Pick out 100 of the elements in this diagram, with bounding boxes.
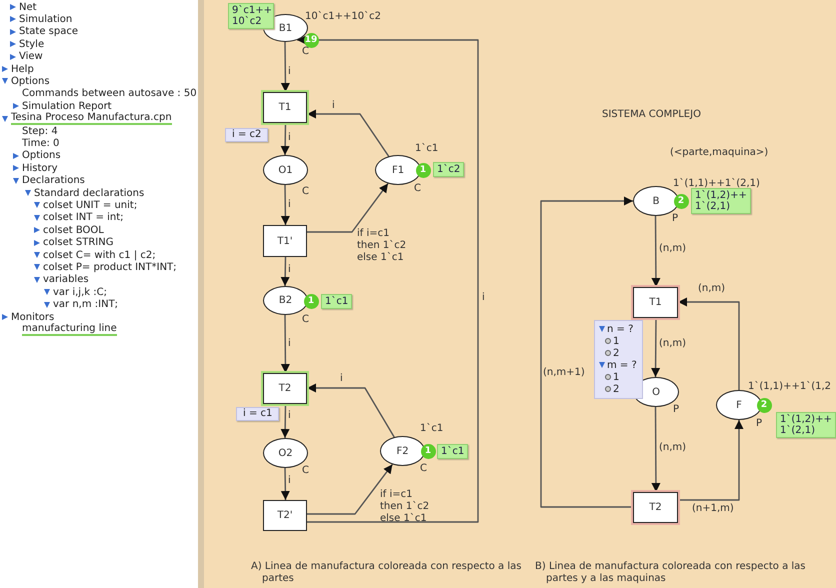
node-label: F [736, 400, 742, 410]
arc-arrow [540, 196, 633, 508]
link-text: manufacturing line [22, 322, 117, 336]
arc-arrow [651, 407, 660, 492]
edge-label: i [288, 264, 291, 276]
current-marking-box: 1`c2 [433, 162, 464, 177]
arc-arrow [651, 216, 660, 287]
tree-item: View [19, 51, 43, 62]
binding-variable: n = ? [607, 324, 634, 334]
node-label: O [652, 386, 660, 398]
tree-item: Commands between autosave : 50 [22, 88, 197, 100]
place-annotation: C [302, 465, 309, 476]
arc-arrow [307, 183, 389, 233]
node-label: T1' [277, 236, 293, 246]
arc-arrow [280, 185, 290, 225]
node-label: B1 [278, 22, 292, 34]
transition-box [263, 92, 307, 123]
token-count-badge: 1 [304, 294, 318, 308]
tree-item: Time: 0 [22, 138, 60, 149]
caption: B) Linea de manufactura coloreada con respecto a las partes y a las maquinas [535, 561, 806, 585]
arc-arrow [651, 318, 660, 377]
place-ellipse [263, 286, 308, 315]
node-label: T2 [278, 383, 292, 394]
tree-item: Simulation Report [22, 100, 112, 112]
link-text: Tesina Proceso Manufactura.cpn [11, 112, 172, 126]
binding-option: 1 [613, 372, 620, 382]
tree-item: History [22, 162, 58, 174]
current-marking-box: 9`c1++ 10`c2 [228, 3, 274, 29]
arc-arrow [307, 464, 393, 515]
place-ellipse [716, 390, 762, 420]
arc-arrow [307, 110, 390, 157]
place-ellipse [263, 155, 308, 185]
arc-arrow [280, 42, 290, 92]
tree-item: colset BOOL [43, 224, 104, 236]
edge-label: (n,m) [659, 442, 686, 454]
binding-option: 1 [613, 336, 620, 346]
tree-item: variables [43, 274, 89, 286]
token-count-badge: 19 [304, 32, 318, 48]
arc-arrow [678, 420, 744, 501]
tree-item: State space [19, 26, 78, 38]
edge-label: i [288, 410, 291, 422]
edge-label: i [340, 373, 343, 385]
node-label: F2 [396, 446, 409, 456]
binding-option: 2 [613, 384, 620, 394]
current-marking-box: 1`(1,2)++ 1`(2,1) [691, 188, 751, 214]
node-label: T2' [277, 510, 293, 521]
tree-item: colset UNIT = unit; [43, 200, 138, 211]
current-marking-box: 1`(1,2)++ 1`(2,1) [776, 412, 836, 438]
edge-label: if i=c1 then 1`c2 else 1`c1 [357, 228, 408, 264]
node-label: T1 [649, 297, 662, 308]
tree-item: Step: 4 [22, 126, 58, 136]
edge-label: (n,m) [659, 243, 686, 255]
guard-label: i = c2 [225, 128, 268, 142]
tree-item: Declarations [22, 175, 85, 186]
place-annotation: 1`(1,1)++1`(1,2 [748, 381, 831, 392]
text-label: SISTEMA COMPLEJO [602, 109, 701, 120]
edge-label: (n,m) [659, 338, 686, 350]
edge-label: (n,m) [698, 283, 726, 295]
edge-label: i [332, 100, 335, 112]
transition-box [633, 287, 678, 318]
arc-arrow [280, 404, 290, 438]
current-marking-box: 1`c1 [437, 444, 468, 459]
edge-label: (n+1,m) [692, 503, 734, 515]
arc-arrow [280, 256, 290, 286]
caption: A) Linea de manufactura coloreada con respecto a las partes [251, 561, 522, 585]
token-count-badge: 1 [420, 444, 436, 458]
place-annotation: C [414, 183, 421, 194]
tree-item: Monitors [11, 312, 54, 322]
token-count-badge: 1 [416, 162, 430, 178]
edge-label: i [288, 199, 291, 211]
arc-arrow [280, 315, 290, 373]
edge-label: i [288, 475, 291, 487]
tree-item: var i,j,k :C; [53, 286, 107, 298]
transition-box [263, 373, 307, 404]
tree-item: Help [11, 64, 34, 74]
binding-option: 2 [613, 348, 620, 358]
transition-box [263, 225, 307, 257]
tree-item: Simulation [19, 14, 72, 25]
edge-label: (n,m+1) [543, 367, 585, 379]
edge-label: if i=c1 then 1`c2 else 1`c1 [380, 489, 430, 525]
arc-arrow [678, 298, 740, 390]
tree-item: colset P= product INT*INT; [43, 262, 177, 273]
tree-item: Options [22, 150, 61, 162]
arc-arrow [307, 384, 395, 438]
place-ellipse [375, 155, 421, 185]
place-annotation: P [672, 213, 678, 224]
arc-arrow [297, 36, 479, 523]
tree-item: Style [19, 38, 44, 50]
place-annotation: C [302, 314, 309, 325]
tree-item: Options [11, 76, 50, 87]
arc-arrow [280, 468, 290, 500]
tree-item: colset STRING [43, 237, 114, 248]
tree-item: var n,m :INT; [53, 299, 118, 310]
edge-label: i [288, 338, 291, 350]
node-label: F1 [392, 164, 404, 176]
place-annotation: P [673, 404, 680, 415]
node-label: B [652, 196, 660, 206]
edge-label: i [482, 292, 485, 304]
tree-item: Standard declarations [34, 188, 144, 198]
arc-arrow [280, 122, 290, 156]
